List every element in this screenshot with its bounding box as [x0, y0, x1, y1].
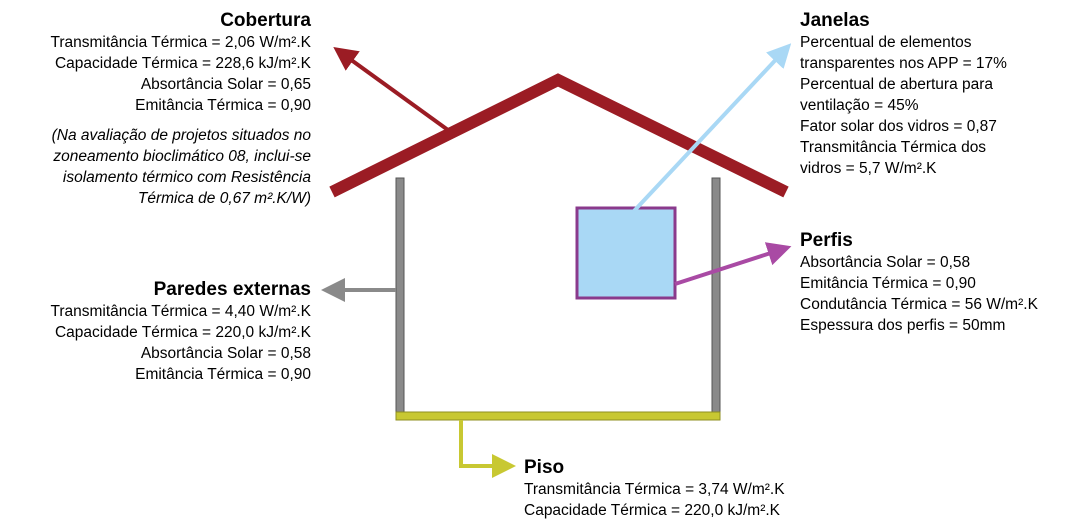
- janelas-title: Janelas: [800, 10, 870, 31]
- piso-title: Piso: [524, 457, 565, 478]
- perfis-block: Perfis Absortância Solar = 0,58 Emitânci…: [800, 230, 1038, 336]
- janelas-line: transparentes nos APP = 17%: [800, 55, 1007, 72]
- floor-slab: [395, 411, 721, 421]
- window-arrow: [632, 43, 792, 213]
- cobertura-block: Cobertura Transmitância Térmica = 2,06 W…: [50, 10, 311, 209]
- janelas-line: Percentual de abertura para: [800, 76, 994, 93]
- right-wall: [711, 177, 721, 415]
- perfis-line: Absortância Solar = 0,58: [800, 254, 971, 271]
- paredes-line: Absortância Solar = 0,58: [140, 345, 311, 362]
- cobertura-note: (Na avaliação de projetos situados no: [51, 127, 311, 144]
- perfis-line: Espessura dos perfis = 50mm: [800, 317, 1006, 334]
- profile-arrow: [674, 242, 792, 286]
- janelas-line: Percentual de elementos: [800, 34, 972, 51]
- janelas-line: ventilação = 45%: [800, 97, 919, 114]
- cobertura-note: Térmica de 0,67 m².K/W): [137, 190, 311, 207]
- paredes-line: Transmitância Térmica = 4,40 W/m².K: [50, 303, 311, 320]
- paredes-title: Paredes externas: [153, 279, 311, 300]
- perfis-line: Emitância Térmica = 0,90: [800, 275, 976, 292]
- janelas-line: Fator solar dos vidros = 0,87: [800, 118, 997, 135]
- janelas-line: vidros = 5,7 W/m².K: [800, 160, 937, 177]
- cobertura-note: isolamento térmico com Resistência: [62, 169, 311, 186]
- cobertura-line: Transmitância Térmica = 2,06 W/m².K: [50, 34, 311, 51]
- roof: [329, 73, 789, 198]
- paredes-line: Capacidade Térmica = 220,0 kJ/m².K: [54, 324, 311, 341]
- cobertura-line: Capacidade Térmica = 228,6 kJ/m².K: [54, 55, 311, 72]
- janelas-line: Transmitância Térmica dos: [800, 139, 987, 156]
- cobertura-line: Emitância Térmica = 0,90: [135, 97, 311, 114]
- piso-block: Piso Transmitância Térmica = 3,74 W/m².K…: [524, 457, 785, 521]
- piso-line: Capacidade Térmica = 220,0 kJ/m².K: [524, 502, 781, 519]
- cobertura-title: Cobertura: [220, 10, 311, 31]
- paredes-block: Paredes externas Transmitância Térmica =…: [50, 279, 311, 385]
- piso-line: Transmitância Térmica = 3,74 W/m².K: [524, 481, 785, 498]
- janelas-block: Janelas Percentual de elementos transpar…: [800, 10, 1007, 179]
- left-wall: [395, 177, 405, 415]
- cobertura-line: Absortância Solar = 0,65: [140, 76, 311, 93]
- paredes-line: Emitância Térmica = 0,90: [135, 366, 311, 383]
- perfis-line: Condutância Térmica = 56 W/m².K: [800, 296, 1038, 313]
- floor-arrow: [459, 420, 516, 478]
- cobertura-note: zoneamento bioclimático 08, inclui-se: [53, 148, 311, 165]
- perfis-title: Perfis: [800, 230, 853, 251]
- window: [575, 206, 677, 300]
- roof-arrow: [333, 46, 450, 132]
